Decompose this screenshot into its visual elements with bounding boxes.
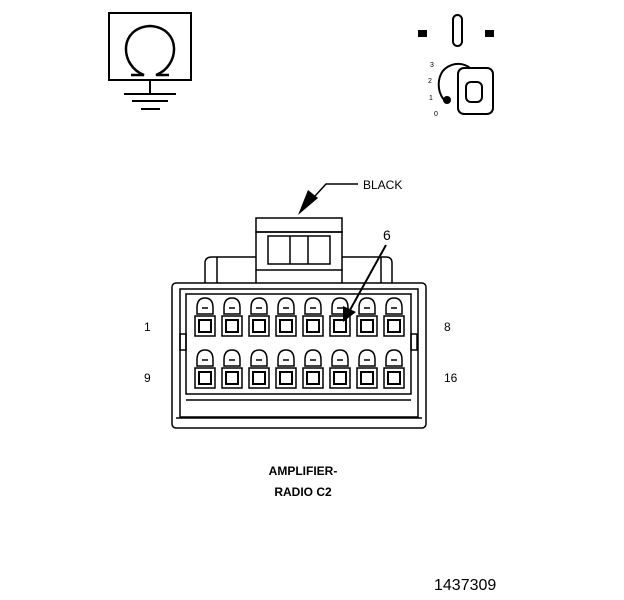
pin-cavity-14 [329,349,351,389]
ohm-ground-icon [108,12,192,110]
pin-cavity-10 [221,349,243,389]
pin-cavity-15 [356,349,378,389]
pin-cavity-8 [383,297,405,337]
pin-cavity-9 [194,349,216,389]
pin-cavity-11 [248,349,270,389]
pin-cavity-16 [383,349,405,389]
color-callout-arrow [298,183,358,215]
pin-label-9: 9 [144,371,151,385]
key-position-2: 2 [428,78,432,85]
pin-label-8: 8 [444,320,451,334]
wire-color-label: BLACK [363,178,402,192]
pin-label-1: 1 [144,320,151,334]
pin-label-16: 16 [444,371,458,385]
callout-pin-number: 6 [383,227,391,243]
pin-cavity-1 [194,297,216,337]
pin-cavity-5 [302,297,324,337]
ignition-key-icon: 3 2 1 0 [418,14,494,118]
connector-caption-line1: AMPLIFIER- [269,464,338,478]
connector-housing [171,217,427,429]
key-position-0: 0 [434,111,438,118]
pin-cavity-4 [275,297,297,337]
pin-cavity-7 [356,297,378,337]
pin-cavity-13 [302,349,324,389]
pin-cavity-3 [248,297,270,337]
pin-cavity-2 [221,297,243,337]
figure-number: 1437309 [434,577,496,594]
key-position-3: 3 [430,62,434,69]
pin-cavity-12 [275,349,297,389]
connector-caption-line2: RADIO C2 [274,485,332,499]
pin-callout-arrow [343,244,387,322]
key-position-1: 1 [429,95,433,102]
pin-cavities [194,297,405,389]
